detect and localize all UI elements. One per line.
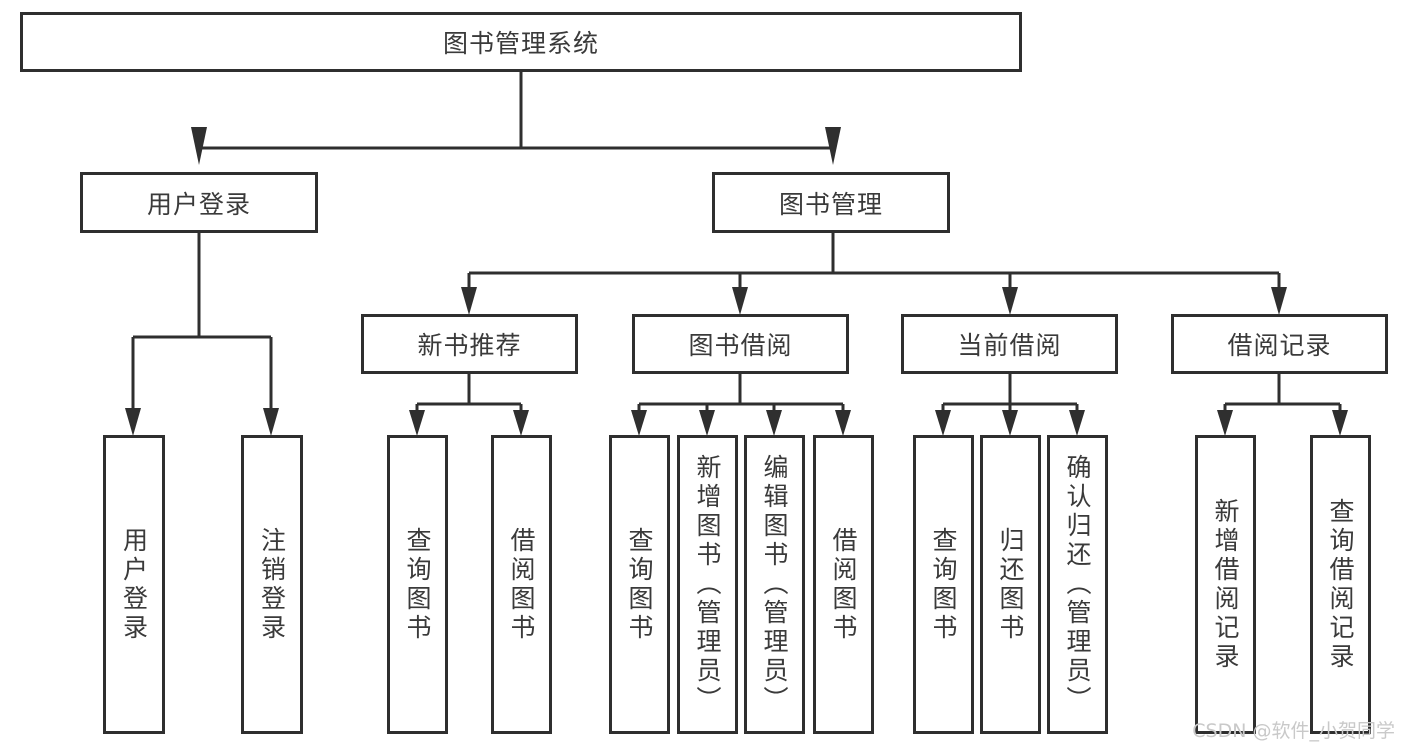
vert-text-wrap: 确认归还（管理员） [1050,438,1105,731]
node-book-borrow[interactable]: 图书借阅 [632,314,849,374]
node-leaf-add-book-label: 新增图书（管理员） [693,454,722,715]
node-leaf-return-book[interactable]: 归还图书 [980,435,1041,734]
vert-text-wrap: 借阅图书 [494,438,549,731]
node-leaf-query-book-1-label: 查询图书 [403,526,432,643]
node-leaf-query-book-2[interactable]: 查询图书 [609,435,670,734]
connector-borrowrecord-to-leaves [1217,374,1348,436]
node-current-borrow[interactable]: 当前借阅 [901,314,1118,374]
node-book-management-label: 图书管理 [778,189,883,219]
vert-text-wrap: 查询图书 [916,438,971,731]
node-leaf-confirm-return-label: 确认归还（管理员） [1063,454,1092,715]
node-leaf-query-book-3[interactable]: 查询图书 [913,435,974,734]
vert-text-wrap: 新增借阅记录 [1198,438,1253,731]
vert-text-wrap: 编辑图书（管理员） [747,438,802,731]
vert-text-wrap: 归还图书 [983,438,1038,731]
node-leaf-query-book-3-label: 查询图书 [929,526,958,643]
node-leaf-return-book-label: 归还图书 [996,526,1025,643]
connector-currentborrow-to-leaves [935,374,1085,436]
connector-userlogin-to-leaves [125,233,279,436]
node-root-label: 图书管理系统 [442,29,599,58]
node-leaf-borrow-book-2[interactable]: 借阅图书 [813,435,874,734]
node-user-login[interactable]: 用户登录 [80,172,318,233]
node-leaf-confirm-return[interactable]: 确认归还（管理员） [1047,435,1108,734]
vert-text-wrap: 注销登录 [244,438,300,731]
vert-text-wrap: 查询图书 [390,438,445,731]
connector-newbook-to-leaves [409,374,529,436]
node-leaf-add-record-label: 新增借阅记录 [1211,497,1240,672]
vert-text-wrap: 用户登录 [106,438,162,731]
node-new-book-recommend[interactable]: 新书推荐 [361,314,578,374]
node-leaf-query-record[interactable]: 查询借阅记录 [1310,435,1371,734]
node-book-borrow-label: 图书借阅 [688,331,793,360]
node-leaf-add-record[interactable]: 新增借阅记录 [1195,435,1256,734]
node-leaf-query-record-label: 查询借阅记录 [1326,497,1355,672]
node-leaf-edit-book[interactable]: 编辑图书（管理员） [744,435,805,734]
vert-text-wrap: 新增图书（管理员） [680,438,735,731]
node-current-borrow-label: 当前借阅 [957,331,1062,360]
node-leaf-borrow-book-1[interactable]: 借阅图书 [491,435,552,734]
connector-root-drops [197,130,835,148]
node-borrow-record-label: 借阅记录 [1227,331,1332,360]
node-leaf-borrow-book-2-label: 借阅图书 [829,526,858,643]
node-leaf-logout-label: 注销登录 [257,526,287,643]
node-user-login-label: 用户登录 [146,189,251,219]
node-leaf-query-book-2-label: 查询图书 [625,526,654,643]
vert-text-wrap: 查询借阅记录 [1313,438,1368,731]
node-leaf-add-book[interactable]: 新增图书（管理员） [677,435,738,734]
node-root[interactable]: 图书管理系统 [20,12,1022,72]
connector-bookmgmt-to-level2 [461,233,1287,315]
node-new-book-recommend-label: 新书推荐 [417,331,522,360]
node-book-management[interactable]: 图书管理 [712,172,950,233]
node-leaf-query-book-1[interactable]: 查询图书 [387,435,448,734]
node-leaf-edit-book-label: 编辑图书（管理员） [760,454,789,715]
node-leaf-user-login[interactable]: 用户登录 [103,435,165,734]
vert-text-wrap: 查询图书 [612,438,667,731]
connector-bookborrow-to-leaves [631,374,851,436]
node-leaf-logout[interactable]: 注销登录 [241,435,303,734]
connector-root-to-level1 [191,72,841,165]
node-leaf-borrow-book-1-label: 借阅图书 [507,526,536,643]
node-leaf-user-login-label: 用户登录 [119,526,149,643]
node-borrow-record[interactable]: 借阅记录 [1171,314,1388,374]
vert-text-wrap: 借阅图书 [816,438,871,731]
